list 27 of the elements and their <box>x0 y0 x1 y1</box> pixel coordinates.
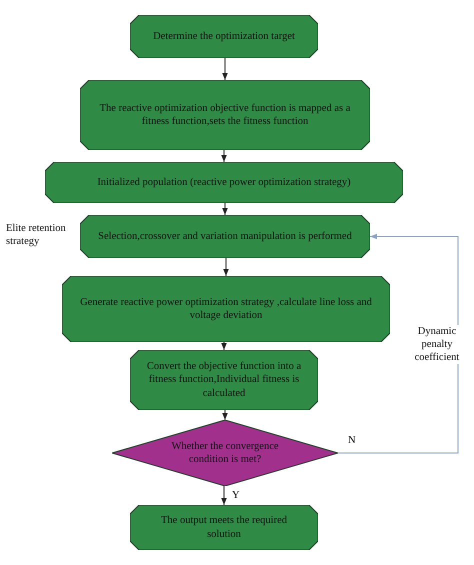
process-box <box>45 162 403 203</box>
arrow <box>338 234 458 454</box>
process-box <box>130 15 318 58</box>
process-box <box>80 215 370 258</box>
edge-label: Y <box>230 490 242 501</box>
node-text: Determine the optimization target <box>152 30 296 44</box>
arrow <box>223 258 229 276</box>
arrow <box>222 58 228 80</box>
arrow <box>221 342 227 350</box>
edge-label: N <box>346 435 358 446</box>
node-text: The reactive optimization objective function is mapped as a fitness function,sets the fitness function <box>98 102 352 128</box>
node-text: Selection,crossover and variation manipulation is performed <box>97 230 353 244</box>
arrow <box>221 150 227 162</box>
process-box <box>62 276 390 342</box>
arrow <box>222 410 228 420</box>
note-text: Elite retention strategy <box>6 222 67 248</box>
node-text: Initialized population (reactive power optimization strategy) <box>96 176 352 190</box>
process-box <box>80 80 370 150</box>
node-text: The output meets the required solution <box>160 514 288 541</box>
process-box <box>130 505 318 550</box>
node-text: Convert the objective function into a fitness function,Individual fitness is calculated <box>146 360 302 400</box>
arrow <box>221 486 227 506</box>
node-text: Generate reactive power optimization strategy ,calculate line loss and voltage deviation <box>79 296 373 322</box>
process-box <box>130 350 318 410</box>
node-text: Whether the convergence condition is met? <box>170 440 280 466</box>
decision-diamond <box>112 420 338 486</box>
arrow <box>222 202 228 216</box>
